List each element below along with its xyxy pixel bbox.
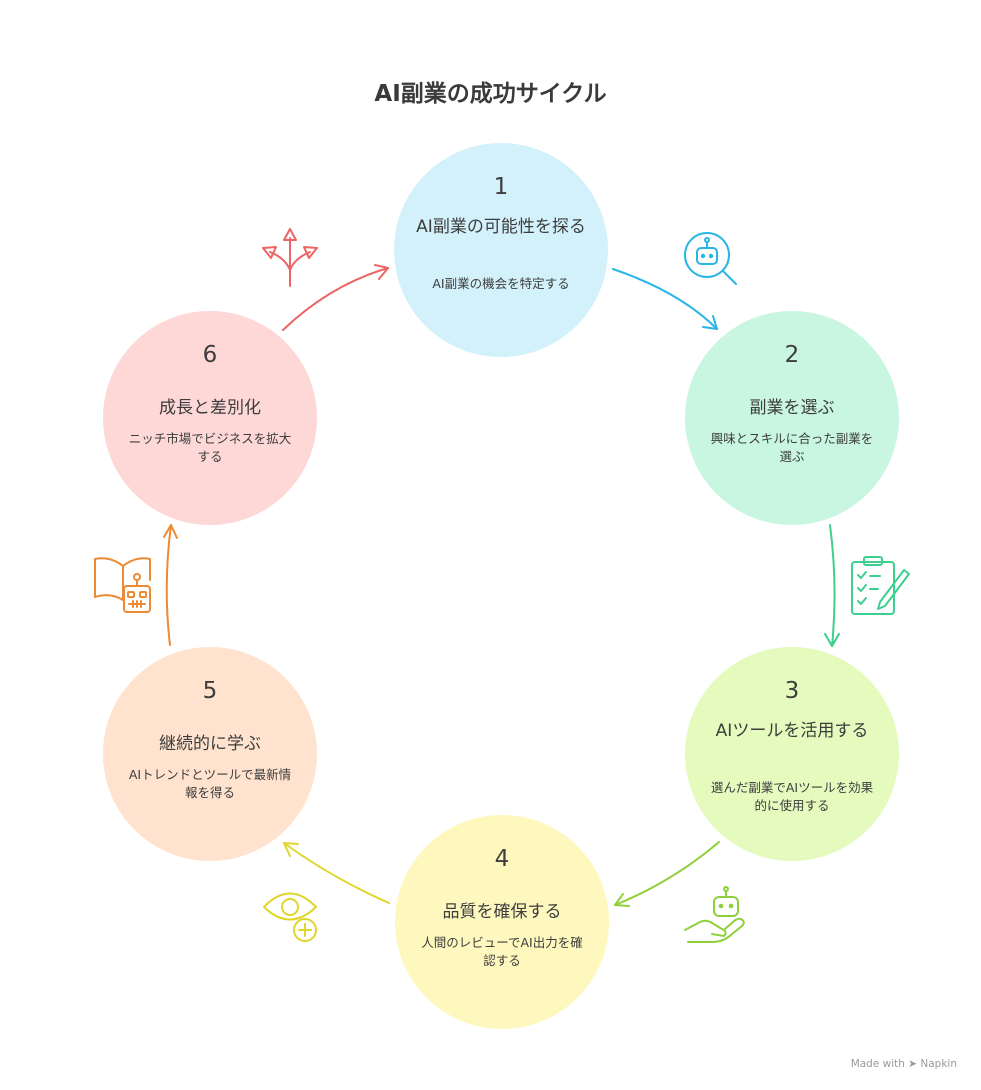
step-number: 4 xyxy=(494,846,510,872)
step-4-ensure-quality: 4 品質を確保する 人間のレビューでAI出力を確認する xyxy=(395,815,609,1029)
diverging-arrows-icon xyxy=(262,228,318,287)
step-number: 6 xyxy=(202,342,218,368)
step-2-choose-side-job: 2 副業を選ぶ 興味とスキルに合った副業を選ぶ xyxy=(685,311,899,525)
step-1-explore-potential: 1 AI副業の可能性を探る AI副業の機会を特定する xyxy=(394,143,608,357)
step-title: AI副業の可能性を探る xyxy=(416,217,586,237)
step-5-keep-learning: 5 継続的に学ぶ AIトレンドとツールで最新情報を得る xyxy=(103,647,317,861)
step-title: 成長と差別化 xyxy=(159,398,261,418)
step-description: 人間のレビューでAI出力を確認する xyxy=(421,935,583,968)
step-6-growth-differentiation: 6 成長と差別化 ニッチ市場でビジネスを拡大する xyxy=(103,311,317,525)
step-description: ニッチ市場でビジネスを拡大する xyxy=(128,431,292,464)
robot-magnifier-icon xyxy=(684,232,737,285)
arrow-2-to-3 xyxy=(824,524,840,647)
step-description: 興味とスキルに合った副業を選ぶ xyxy=(710,431,874,464)
step-title: 継続的に学ぶ xyxy=(159,734,261,754)
step-description: AI副業の機会を特定する xyxy=(432,276,570,291)
step-number: 3 xyxy=(784,678,800,704)
step-description: AIトレンドとツールで最新情報を得る xyxy=(128,767,292,800)
step-number: 1 xyxy=(493,174,509,200)
arrow-5-to-6 xyxy=(163,524,178,646)
robot-hand-icon xyxy=(684,886,745,943)
step-number: 5 xyxy=(202,678,218,704)
clipboard-pencil-icon xyxy=(851,556,910,615)
step-title: 品質を確保する xyxy=(442,902,562,922)
arrow-4-to-5 xyxy=(283,842,390,904)
step-3-use-ai-tools: 3 AIツールを活用する 選んだ副業でAIツールを効果的に使用する xyxy=(685,647,899,861)
step-description: 選んだ副業でAIツールを効果的に使用する xyxy=(710,780,874,813)
arrow-3-to-4 xyxy=(614,841,720,907)
arrow-1-to-2 xyxy=(612,268,718,330)
napkin-credit: Made with ➤ Napkin xyxy=(850,1058,957,1070)
step-title: AIツールを活用する xyxy=(715,721,869,741)
eye-plus-icon xyxy=(263,892,317,942)
arrow-6-to-1 xyxy=(282,264,389,331)
step-title: 副業を選ぶ xyxy=(749,398,835,418)
step-number: 2 xyxy=(784,342,800,368)
diagram-title: AI副業の成功サイクル xyxy=(374,81,607,107)
book-robot-icon xyxy=(94,557,151,613)
